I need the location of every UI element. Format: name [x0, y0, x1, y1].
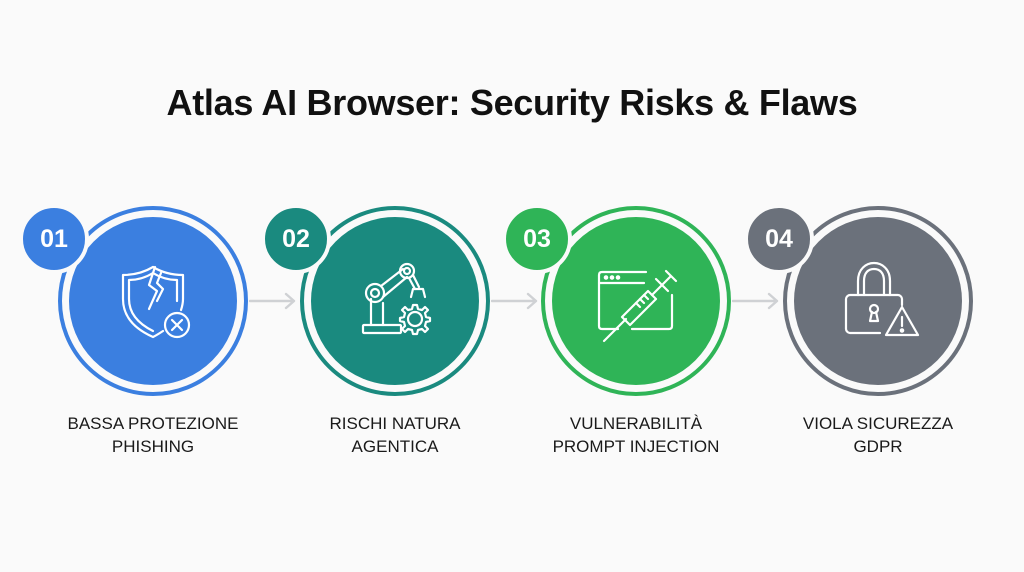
step-2-number-badge: 02 [261, 204, 331, 274]
step-3-number-badge: 03 [502, 204, 572, 274]
step-3: 03 [502, 204, 731, 396]
arrow-right-icon [248, 292, 296, 310]
arrow-right-icon [490, 292, 538, 310]
step-2-label-line1: RISCHI NATURA [329, 414, 461, 433]
step-1-label: BASSA PROTEZIONE PHISHING [33, 412, 273, 458]
step-4: 04 [744, 204, 973, 396]
step-2-circle [311, 217, 479, 385]
step-3-label-line1: VULNERABILITÀ [569, 414, 703, 433]
step-4-circle [794, 217, 962, 385]
step-4-label-line1: VIOLA SICUREZZA [802, 414, 954, 433]
step-2-label-line2: AGENTICA [351, 437, 439, 456]
padlock-warning-icon [844, 261, 920, 337]
step-3-label-line2: PROMPT INJECTION [552, 437, 720, 456]
broken-shield-x-icon [121, 265, 191, 339]
arrow-connector-2 [490, 292, 539, 310]
step-1-label-line1: BASSA PROTEZIONE [67, 414, 239, 433]
step-2-label: RISCHI NATURA AGENTICA [275, 412, 515, 458]
step-3-label: VULNERABILITÀ PROMPT INJECTION [516, 412, 756, 458]
step-4-number-badge: 04 [744, 204, 814, 274]
step-2: 02 [261, 204, 490, 396]
step-1-number-badge: 01 [19, 204, 89, 274]
step-1: 01 [19, 204, 248, 396]
step-4-label: VIOLA SICUREZZA GDPR [758, 412, 998, 458]
step-1-label-line2: PHISHING [111, 437, 195, 456]
step-3-circle [552, 217, 720, 385]
robotic-arm-gear-icon [361, 262, 432, 336]
arrow-right-icon [731, 292, 779, 310]
browser-syringe-icon [597, 269, 678, 343]
arrow-connector-3 [731, 292, 780, 310]
page-title: Atlas AI Browser: Security Risks & Flaws [166, 82, 858, 124]
step-1-circle [69, 217, 237, 385]
step-4-label-line2: GDPR [853, 437, 903, 456]
arrow-connector-1 [248, 292, 297, 310]
